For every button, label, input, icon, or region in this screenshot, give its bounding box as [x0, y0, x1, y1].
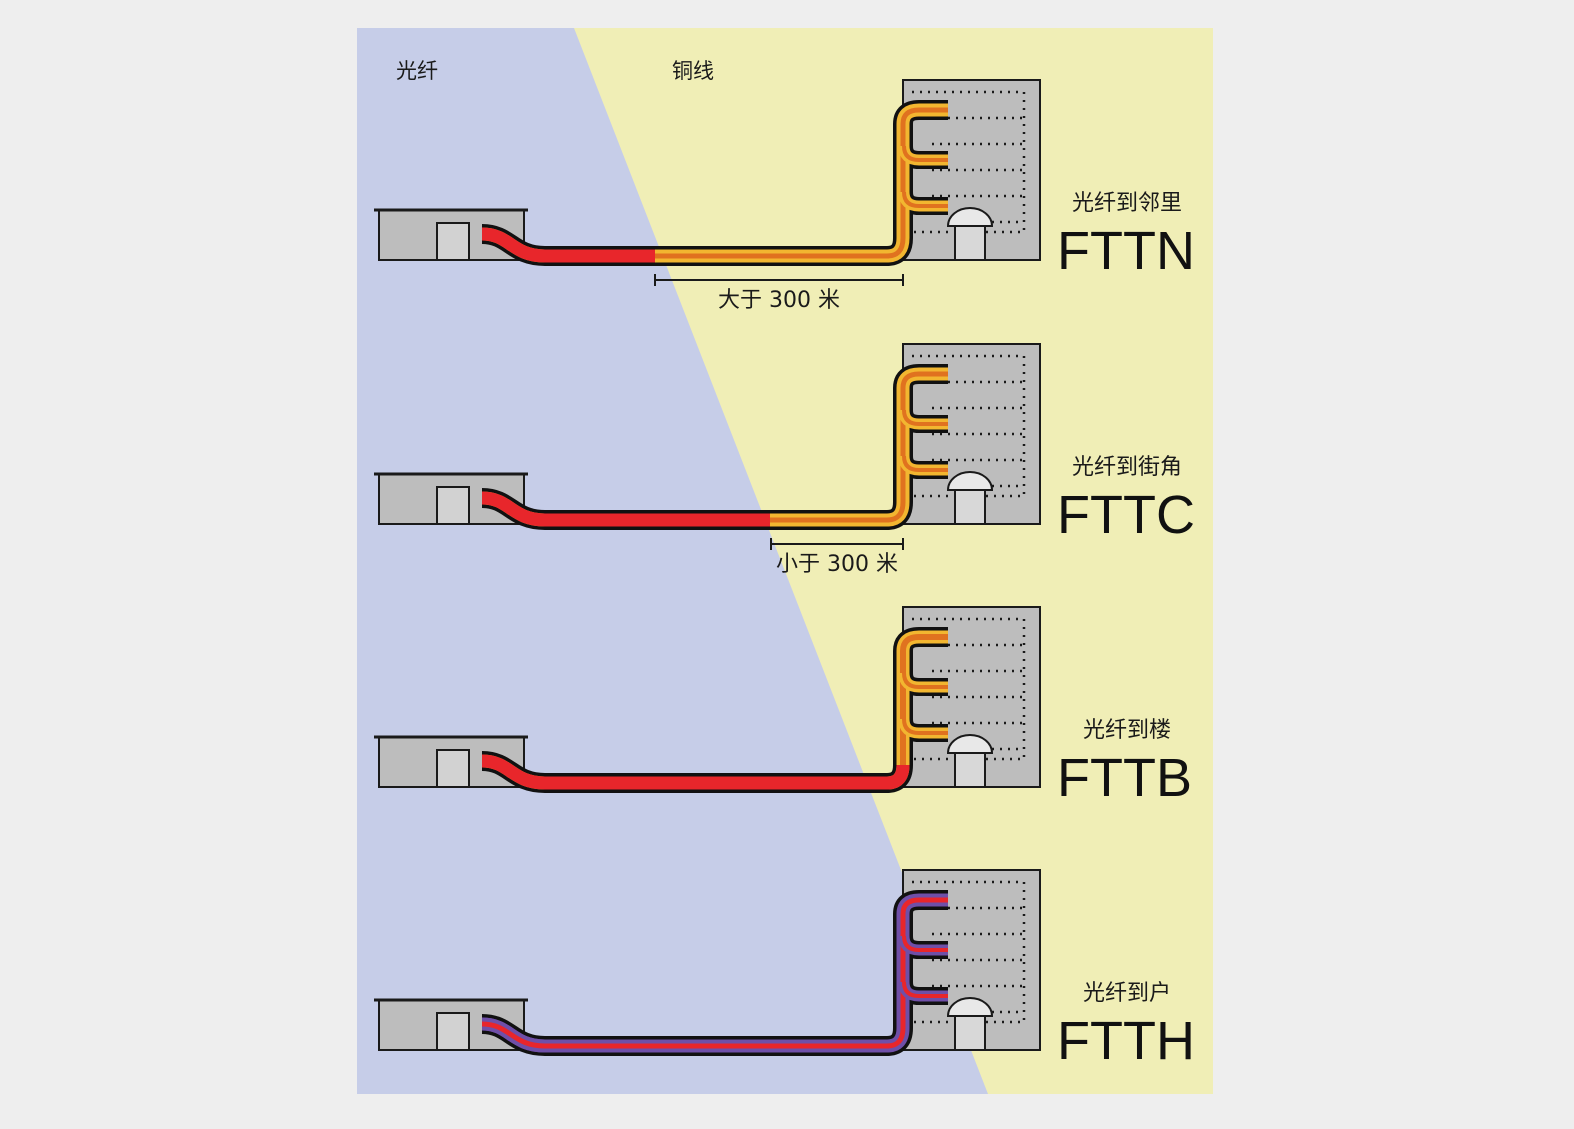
central-office-door: [436, 486, 470, 525]
dome-icon: [946, 734, 994, 754]
dome-icon: [946, 207, 994, 227]
rows-layer: 大于 300 米 光纤到邻里 FTTN 小于 300 米 光纤到街角 FTTC 光纤到楼 FT…: [374, 79, 1195, 1071]
fiber-riser: [886, 764, 910, 790]
fiber-cable: [481, 227, 655, 263]
row-cn-label: 光纤到户: [1083, 981, 1171, 1006]
branch-core: [902, 935, 948, 952]
branch-core: [902, 455, 948, 472]
row-ftth: 光纤到户 FTTH: [374, 869, 1195, 1071]
central-office-door: [436, 222, 470, 261]
row-abbr-label: FTTC: [1057, 485, 1195, 545]
dome-icon: [946, 471, 994, 491]
row-fttc: 小于 300 米 光纤到街角 FTTC: [374, 343, 1195, 577]
branch-core: [902, 191, 948, 208]
home-unit: [954, 489, 986, 525]
fiber-cable: [481, 491, 770, 527]
row-cn-label: 光纤到街角: [1072, 455, 1182, 480]
row-cn-label: 光纤到楼: [1083, 718, 1171, 743]
fiber-cable: [481, 754, 889, 790]
row-cn-label: 光纤到邻里: [1072, 191, 1182, 216]
home-unit: [954, 225, 986, 261]
home-unit: [954, 752, 986, 788]
branch-core: [902, 672, 948, 689]
branch-core: [902, 409, 948, 426]
row-abbr-label: FTTH: [1057, 1011, 1195, 1071]
row-fttb: 光纤到楼 FTTB: [374, 606, 1192, 808]
branch-core: [902, 981, 948, 998]
central-office-door: [436, 749, 470, 788]
dome-icon: [946, 997, 994, 1017]
row-fttn: 大于 300 米 光纤到邻里 FTTN: [374, 79, 1195, 313]
distance-label: 小于 300 米: [776, 552, 898, 577]
ftth-core: [481, 1021, 546, 1049]
copper-zone-label: 铜线: [672, 59, 714, 83]
branch-core: [902, 145, 948, 162]
home-unit: [954, 1015, 986, 1051]
row-abbr-label: FTTN: [1057, 221, 1195, 281]
branch-core: [902, 718, 948, 735]
distance-label: 大于 300 米: [718, 288, 840, 313]
central-office-door: [436, 1012, 470, 1051]
fiber-zone-label: 光纤: [396, 59, 438, 83]
fiber-zone: [357, 28, 988, 1094]
row-abbr-label: FTTB: [1057, 748, 1192, 808]
